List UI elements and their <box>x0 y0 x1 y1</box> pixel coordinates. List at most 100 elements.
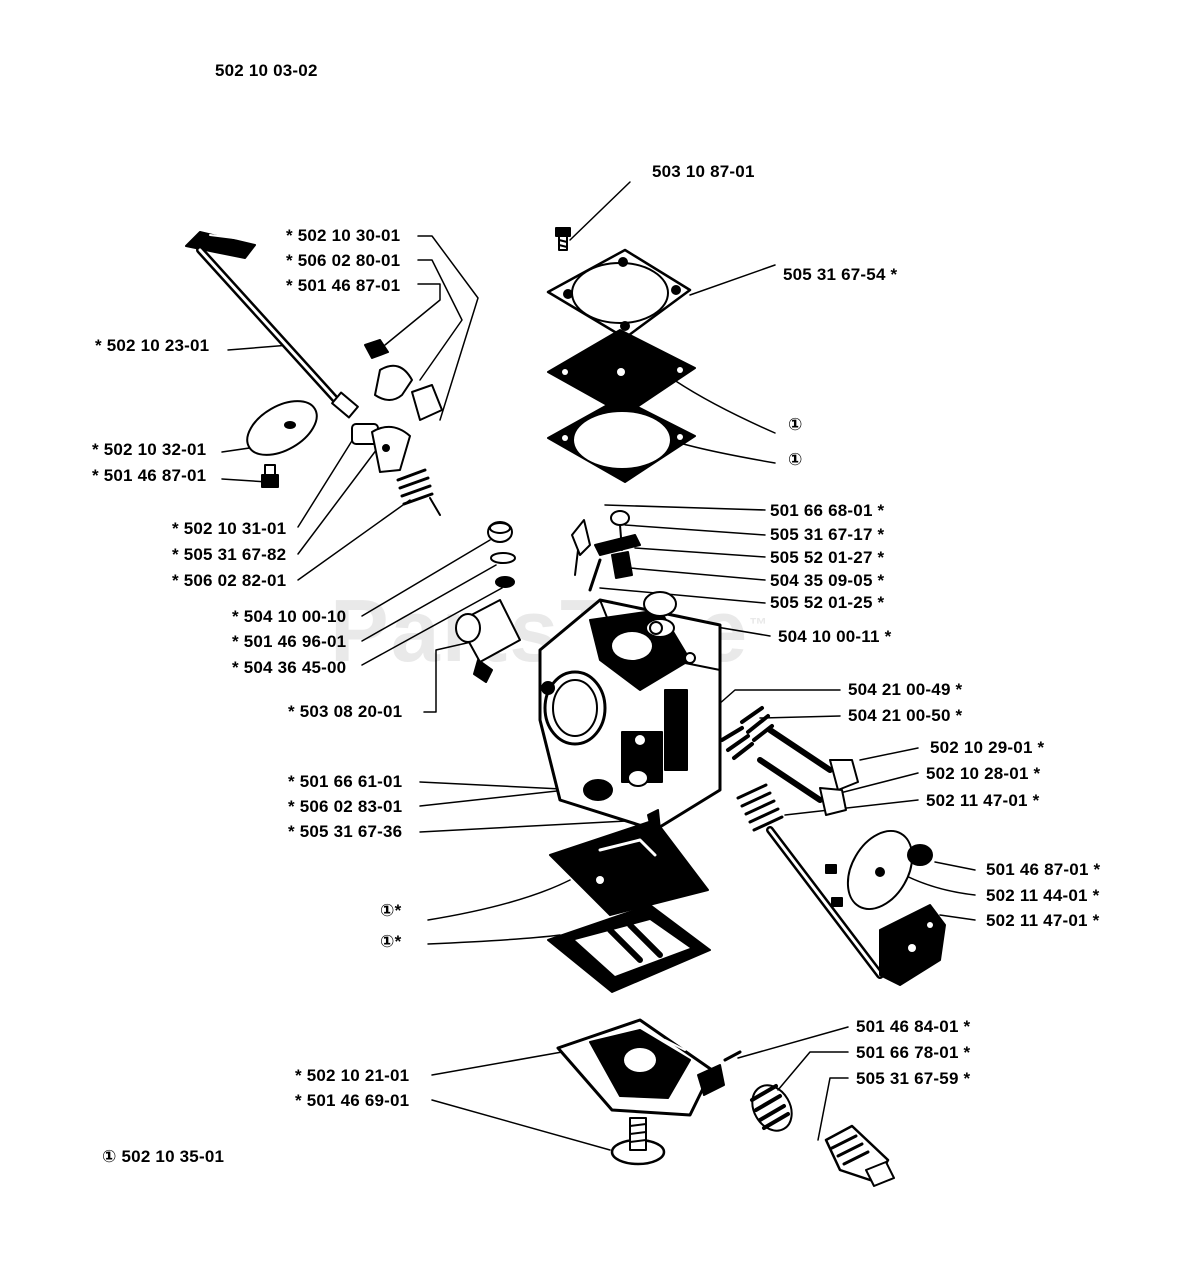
label-gasket-ref-3: ①* <box>380 901 402 920</box>
label-501-66-78-01: 501 66 78-01 * <box>856 1043 971 1062</box>
label-503-10-87-01: 503 10 87-01 <box>652 162 755 181</box>
label-506-02-82-01: * 506 02 82-01 <box>172 571 287 590</box>
label-505-31-67-82: * 505 31 67-82 <box>172 545 287 564</box>
needle-valve-group <box>571 510 641 592</box>
cover-screw <box>610 1117 666 1166</box>
footnote-symbol: ① <box>102 1147 117 1166</box>
carburetor-gasket-ring <box>643 591 677 617</box>
leader-504-35-09-05 <box>629 567 766 581</box>
label-501-66-61-01: * 501 66 61-01 <box>288 772 403 791</box>
label-502-10-28-01: 502 10 28-01 * <box>926 764 1041 783</box>
leader-505-52-01-25 <box>599 587 766 604</box>
leader-504-21-00-49 <box>717 689 841 706</box>
leader-506-02-82-01 <box>297 499 411 581</box>
throttle-shaft <box>736 783 884 979</box>
label-504-21-00-49: 504 21 00-49 * <box>848 680 963 699</box>
label-501-46-87-01-b: * 501 46 87-01 <box>92 466 207 485</box>
leader-502-10-29-01 <box>859 747 919 761</box>
label-504-10-00-11: 504 10 00-11 * <box>778 627 892 646</box>
inlet-cap <box>487 521 513 543</box>
label-502-10-32-01: * 502 10 32-01 <box>92 440 207 459</box>
label-502-11-44-01: 502 11 44-01 * <box>986 886 1100 905</box>
label-505-31-67-17: 505 31 67-17 * <box>770 525 885 544</box>
leader-501-46-87-01-b <box>221 478 269 483</box>
label-504-10-00-10: * 504 10 00-10 <box>232 607 347 626</box>
leader-502-10-28-01 <box>839 772 919 794</box>
label-502-10-30-01: * 502 10 30-01 <box>286 226 401 245</box>
label-502-10-23-01: * 502 10 23-01 <box>95 336 210 355</box>
main-adjust-screw <box>720 726 847 816</box>
leader-501-66-68-01 <box>604 504 766 511</box>
label-503-08-20-01: * 503 08 20-01 <box>288 702 403 721</box>
leader-505-31-67-54 <box>689 264 776 296</box>
leader-gasket-2 <box>669 439 776 464</box>
purge-screw <box>824 1124 895 1187</box>
leader-501-46-84-01 <box>737 1026 849 1059</box>
pump-cover <box>546 248 692 340</box>
pump-diaphragm <box>547 329 696 416</box>
leader-504-36-45-00 <box>361 587 503 666</box>
label-501-46-87-01-a: * 501 46 87-01 <box>286 276 401 295</box>
assembly-number: 502 10 03-02 <box>215 61 318 80</box>
leader-503-10-87-01 <box>569 181 631 241</box>
leader-502-10-30-01 <box>417 235 479 421</box>
label-504-36-45-00: * 504 36 45-00 <box>232 658 347 677</box>
leader-501-46-87-01-a <box>384 283 441 346</box>
label-501-46-84-01: 501 46 84-01 * <box>856 1017 971 1036</box>
label-gasket-ref-1: ① <box>788 415 803 434</box>
leader-501-66-61-01 <box>419 781 583 791</box>
footnote-part: 502 10 35-01 <box>121 1147 225 1166</box>
metering-diaphragm <box>549 819 709 916</box>
throttle-screw <box>907 844 933 866</box>
choke-lever-parts <box>351 339 443 516</box>
choke-shaft <box>185 231 359 419</box>
leader-gasket-3 <box>427 879 571 921</box>
leader-505-31-67-36 <box>419 819 646 833</box>
label-gasket-ref-4: ①* <box>380 932 402 951</box>
choke-spring <box>396 468 441 516</box>
throttle-lever <box>879 904 946 986</box>
label-502-10-21-01: * 502 10 21-01 <box>295 1066 410 1085</box>
leader-506-02-80-01 <box>417 259 463 381</box>
leader-505-31-67-17 <box>624 524 766 536</box>
label-gasket-ref-2: ① <box>788 450 803 469</box>
leader-505-31-67-59 <box>817 1077 849 1141</box>
leader-504-21-00-50 <box>759 715 841 719</box>
label-504-21-00-50: 504 21 00-50 * <box>848 706 963 725</box>
leader-501-46-69-01 <box>431 1099 611 1151</box>
inlet-washer <box>495 576 515 588</box>
inlet-fitting <box>455 599 521 683</box>
label-505-52-01-25: 505 52 01-25 * <box>770 593 885 612</box>
label-505-31-67-54: 505 31 67-54 * <box>783 265 898 284</box>
leader-502-10-31-01 <box>297 427 361 528</box>
leader-gasket-4 <box>427 934 561 945</box>
label-505-31-67-59: 505 31 67-59 * <box>856 1069 971 1088</box>
lower-ring <box>627 769 649 787</box>
label-501-46-69-01: * 501 46 69-01 <box>295 1091 410 1110</box>
leader-505-52-01-27 <box>634 547 766 558</box>
top-screw <box>555 227 571 251</box>
throttle-valve <box>846 830 914 910</box>
leader-502-10-21-01 <box>431 1051 563 1076</box>
choke-screw <box>261 464 279 488</box>
inlet-ring <box>490 552 516 564</box>
purge-spring <box>750 1084 793 1132</box>
label-505-52-01-27: 505 52 01-27 * <box>770 548 885 567</box>
leader-501-46-96-01 <box>361 564 497 642</box>
label-502-11-47-01-a: 502 11 47-01 * <box>926 791 1040 810</box>
leader-lines <box>221 181 976 1151</box>
leader-501-46-87-01-c <box>934 861 976 871</box>
leader-503-08-20-01 <box>423 639 481 713</box>
label-501-46-87-01-c: 501 46 87-01 * <box>986 860 1101 879</box>
label-502-10-31-01: * 502 10 31-01 <box>172 519 287 538</box>
footnote: ① 502 10 35-01 <box>102 1147 224 1167</box>
label-502-10-29-01: 502 10 29-01 * <box>930 738 1045 757</box>
choke-valve <box>246 400 318 456</box>
label-505-31-67-36: * 505 31 67-36 <box>288 822 403 841</box>
leader-502-10-23-01 <box>227 344 291 351</box>
leader-502-11-47-01-b <box>939 914 976 921</box>
label-502-11-47-01-b: 502 11 47-01 * <box>986 911 1100 930</box>
throttle-spring <box>736 783 784 832</box>
